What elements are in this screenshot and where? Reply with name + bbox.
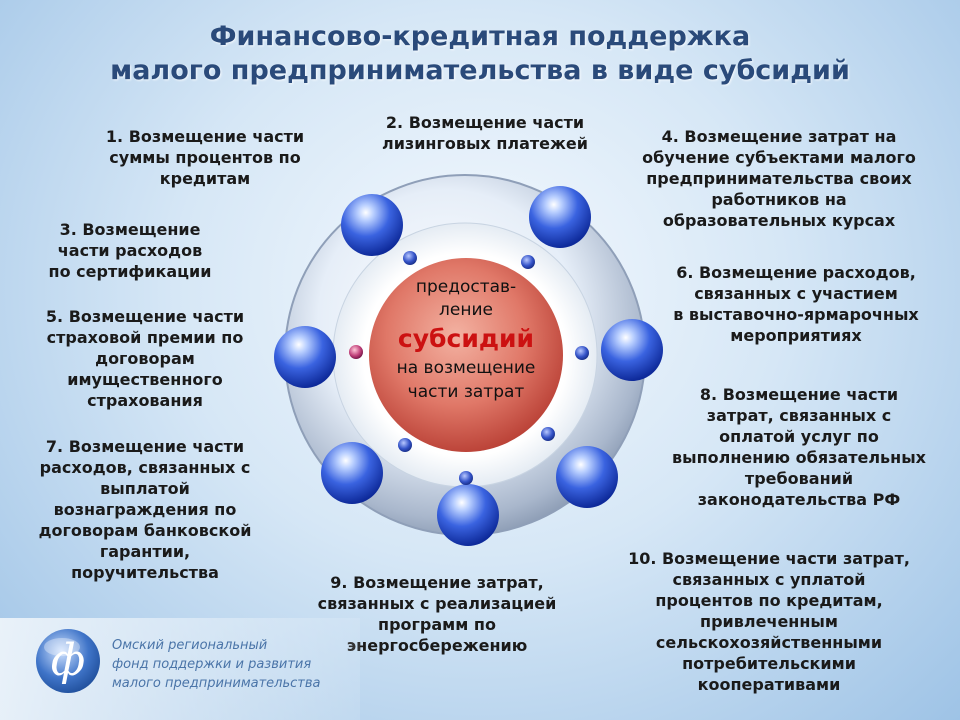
item-line: части расходов (57, 241, 203, 260)
logo-symbol: ф (51, 635, 85, 686)
item-line: программ по (378, 615, 496, 634)
item-line: привлеченным (700, 612, 838, 631)
center-line-1: предостав- (415, 277, 517, 297)
item-line: выполнению обязательных (672, 448, 926, 467)
item-line: договорам (95, 349, 195, 368)
item-number: 10. (628, 549, 657, 568)
item-line: расходов, связанных с (39, 458, 251, 477)
sphere-4 (601, 319, 663, 381)
center-line-5: части затрат (407, 382, 525, 402)
fund-logo-icon: ф (36, 629, 100, 693)
item-line: законодательства РФ (697, 490, 901, 509)
subsidy-item-3: 3. Возмещение части расходов по сертифик… (20, 219, 240, 282)
item-line: требований (744, 469, 854, 488)
center-line-2: ление (439, 300, 493, 320)
subsidy-item-5: 5. Возмещение части страховой премии по … (15, 306, 275, 411)
sphere-3 (274, 326, 336, 388)
sphere-1 (341, 194, 403, 256)
item-number: 4. (661, 127, 679, 146)
subsidy-item-2: 2. Возмещение части лизинговых платежей (340, 112, 630, 154)
item-line: мероприятиях (730, 326, 862, 345)
item-line: Возмещение части затрат, (661, 549, 910, 568)
center-label: предостав- ление субсидий на возмещение … (370, 276, 562, 404)
item-line: Возмещение затрат на (684, 127, 897, 146)
item-number: 2. (385, 113, 404, 132)
item-number: 1. (105, 127, 124, 146)
item-line: по сертификации (48, 262, 212, 281)
item-line: гарантии, (99, 542, 191, 561)
item-line: процентов по кредитам, (655, 591, 883, 610)
subsidy-item-8: 8. Возмещение части затрат, связанных с … (638, 384, 960, 510)
title-line-2: малого предпринимательства в виде субсид… (110, 55, 850, 86)
item-number: 8. (699, 385, 718, 404)
item-line: лизинговых платежей (381, 134, 588, 153)
item-line: страховой премии по (46, 328, 244, 347)
item-line: Возмещение части (722, 385, 899, 404)
small-ball (403, 251, 417, 265)
item-line: затрат, связанных с (706, 406, 892, 425)
item-line: выплатой (100, 479, 190, 498)
item-number: 7. (45, 437, 64, 456)
item-line: Возмещение части (68, 307, 245, 326)
item-line: Возмещение части (68, 437, 245, 456)
item-line: Возмещение части (128, 127, 305, 146)
item-line: оплатой услуг по (719, 427, 879, 446)
page-title: Финансово-кредитная поддержка малого пре… (0, 20, 960, 88)
subsidy-item-1: 1. Возмещение части суммы процентов по к… (60, 126, 350, 189)
item-line: связанных с участием (694, 284, 898, 303)
fund-name: Омский региональный фонд поддержки и раз… (112, 638, 321, 691)
sphere-7 (437, 484, 499, 546)
sphere-2 (529, 186, 591, 248)
item-number: 6. (676, 263, 694, 282)
item-line: Возмещение расходов, (698, 263, 916, 282)
subsidy-item-9: 9. Возмещение затрат, связанных с реализ… (286, 572, 588, 656)
small-ball (521, 255, 535, 269)
item-line: сельскохозяйственными (655, 633, 883, 652)
small-ball (459, 471, 473, 485)
item-line: связанных с уплатой (672, 570, 866, 589)
subsidy-item-7: 7. Возмещение части расходов, связанных … (10, 436, 280, 583)
item-line: энергосбережению (346, 636, 528, 655)
item-line: потребительскими (682, 654, 856, 673)
item-line: связанных с реализацией (317, 594, 557, 613)
item-line: Возмещение (82, 220, 201, 239)
small-ball (541, 427, 555, 441)
item-line: работников на (711, 190, 847, 209)
item-number: 3. (59, 220, 77, 239)
item-line: в выставочно-ярмарочных (673, 305, 919, 324)
item-number: 5. (45, 307, 64, 326)
item-number: 9. (330, 573, 348, 592)
item-line: предпринимательства своих (646, 169, 912, 188)
item-line: имущественного (67, 370, 223, 389)
sphere-6 (556, 446, 618, 508)
small-ball (349, 345, 363, 359)
small-ball (575, 346, 589, 360)
item-line: Возмещение затрат, (353, 573, 544, 592)
title-line-1: Финансово-кредитная поддержка (209, 21, 751, 52)
item-line: страхования (87, 391, 203, 410)
small-ball (398, 438, 412, 452)
subsidy-item-10: 10. Возмещение части затрат, связанных с… (598, 548, 940, 695)
subsidy-item-4: 4. Возмещение затрат на обучение субъект… (608, 126, 950, 231)
center-core (369, 258, 563, 452)
large-spheres (274, 186, 663, 546)
item-line: кооперативами (697, 675, 841, 694)
center-line-4: на возмещение (396, 358, 536, 378)
center-highlight: субсидий (397, 324, 535, 353)
item-line: вознаграждения по (53, 500, 237, 519)
subsidy-item-6: 6. Возмещение расходов, связанных с учас… (640, 262, 952, 346)
small-balls (349, 251, 589, 485)
item-line: суммы процентов по (109, 148, 301, 167)
item-line: кредитам (159, 169, 251, 188)
item-line: договорам банковской (38, 521, 252, 540)
item-line: Возмещение части (408, 113, 585, 132)
item-line: образовательных курсах (662, 211, 896, 230)
sphere-5 (321, 442, 383, 504)
item-line: поручительства (71, 563, 219, 582)
item-line: обучение субъектами малого (642, 148, 916, 167)
